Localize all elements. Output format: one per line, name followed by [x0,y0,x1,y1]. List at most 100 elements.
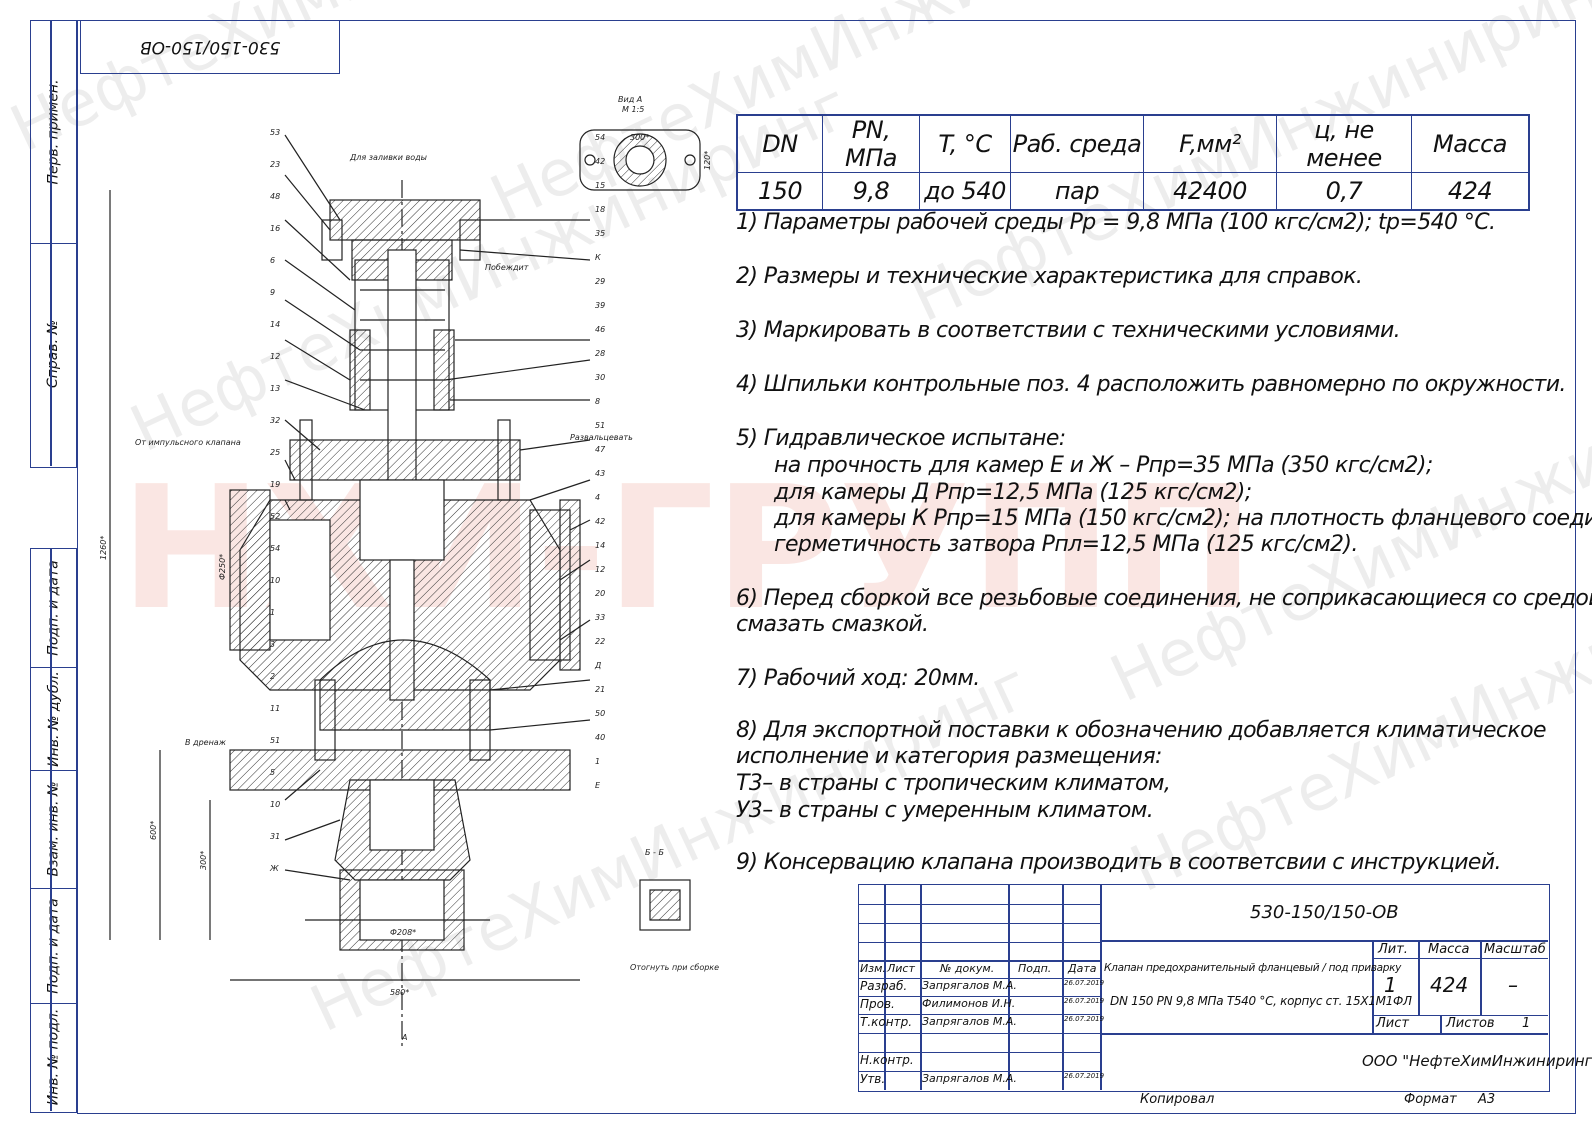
position-number-right: 33 [595,613,605,622]
dimension-label: 600* [149,821,158,840]
format-value: А3 [1478,1092,1496,1107]
sheet-label: Лист [1376,1016,1409,1031]
position-number-right: 12 [595,565,605,574]
signer-name: Запрягалов М.А. [922,979,1017,992]
annotation-water: Для заливки воды [349,153,427,162]
position-number-left: 11 [270,704,280,713]
position-number-right: 21 [595,685,605,694]
position-number-left: 23 [270,160,280,169]
position-number-right: 4 [595,493,600,502]
col-header-date: Дата [1068,962,1097,975]
side-label: Справ. № [45,319,62,389]
annotation-flare: Развальцевать [570,433,633,442]
drawing-frame [77,20,1576,1114]
annotation-impulse: От импульсного клапана [135,438,241,447]
signer-name: Запрягалов М.А. [922,1072,1017,1085]
position-number-left: 53 [270,128,280,137]
note-line: 4) Шпильки контрольные поз. 4 расположит… [736,372,1566,397]
position-number-right: Е [595,781,601,790]
position-number-left: 10 [270,800,280,809]
position-number-left: 19 [270,480,280,489]
side-label: Инв. № дубл. [45,670,62,767]
side-stamp-top: Перв. примен. Справ. № [30,20,77,468]
sign-date: 26.07.2019 [1064,1072,1105,1080]
view-a-title: Вид А [618,95,642,104]
position-number-right: 28 [595,349,605,358]
position-number-right: Д [594,661,601,670]
position-number-right: К [595,253,601,262]
table-cell: 42400 [1143,172,1277,211]
table-header-cell: PN, МПа [822,114,920,173]
position-number-right: 47 [595,445,606,454]
arrow-a-label: А [401,1033,407,1042]
note-line: Т3– в страны с тропическим климатом, [736,771,1171,796]
lit-label: Лит. [1378,942,1408,957]
note-line: 1) Параметры рабочей среды Рр = 9,8 МПа … [736,210,1496,235]
dimension-label: 580* [390,988,409,997]
annotation-drain: В дренаж [185,738,227,747]
note-line: 9) Консервацию клапана производить в соо… [736,850,1502,875]
position-number-right: 20 [595,589,605,598]
signer-role: Пров. [860,997,895,1011]
position-number-right: 39 [595,301,605,310]
col-header-doc: № докум. [940,962,995,975]
position-number-left: 5 [270,768,275,777]
table-header-cell: DN [736,114,823,173]
title-block [858,884,1550,1092]
rotated-designation: 530-150/150-ОВ [80,20,340,74]
signer-role: Н.контр. [860,1053,914,1067]
table-cell: 9,8 [822,172,920,211]
note-line: исполнение и категория размещения: [736,744,1162,769]
sign-date: 26.07.2019 [1064,1015,1105,1023]
position-number-left: 10 [270,576,280,585]
section-bb-title: Б - Б [645,848,664,857]
position-number-right: 18 [595,205,605,214]
position-number-right: 42 [595,517,605,526]
position-number-left: 14 [270,320,280,329]
signer-role: Утв. [860,1072,886,1086]
mass-value: 424 [1430,973,1469,997]
side-stamp-inner-line [50,548,52,1111]
title-name-line1: Клапан предохранительный фланцевый / под… [1104,962,1402,974]
side-label: Взам. инв. № [45,781,62,877]
title-designation: 530-150/150-ОВ [1250,902,1399,923]
position-number-right: 8 [595,397,600,406]
table-header-cell: ц, не менее [1276,114,1412,173]
table-cell: пар [1010,172,1144,211]
note-line: 7) Рабочий ход: 20мм. [736,666,980,691]
position-number-right: 15 [595,181,605,190]
side-label: Инв. № подл. [45,1008,62,1105]
position-number-left: 9 [270,288,275,297]
side-label: Перв. примен. [45,79,62,185]
note-line: на прочность для камер Е и Ж – Рпр=35 МП… [774,453,1433,478]
position-number-left: 54 [270,544,280,553]
table-header-cell: Масса [1411,114,1530,173]
position-number-left: Ж [269,864,279,873]
position-number-left: 13 [270,384,280,393]
position-number-right: 1 [595,757,600,766]
position-number-right: 35 [595,229,605,238]
view-a-scale: М 1:5 [622,105,644,114]
format-label: Формат [1404,1092,1457,1107]
side-stamp-inner-line [50,20,52,466]
position-number-right: 51 [595,421,605,430]
dimension-label: 300* [199,851,208,870]
position-number-left: 1 [270,608,275,617]
sign-date: 26.07.2019 [1064,997,1105,1005]
position-number-left: 12 [270,352,280,361]
position-number-right: 43 [595,469,605,478]
signer-role: Т.контр. [860,1015,913,1029]
signer-name: Запрягалов М.А. [922,1015,1017,1028]
mass-label: Масса [1428,942,1470,957]
annotation-pobedit: Побеждит [485,263,529,272]
dimension-label: 1260* [99,536,108,560]
scale-label: Масштаб [1484,942,1546,957]
position-number-left: 48 [270,192,280,201]
note-line: 5) Гидравлическое испытане: [736,426,1066,451]
title-name-line2: DN 150 PN 9,8 МПа T540 °С, корпус ст. 15… [1110,994,1412,1008]
side-stamp-bottom: Подп. и дата Инв. № дубл. Взам. инв. № П… [30,548,77,1113]
position-number-right: 14 [595,541,605,550]
note-line: для камеры К Рпр=15 МПа (150 кгс/см2); н… [774,506,1592,531]
position-number-right: 46 [595,325,605,334]
annotation-bend: Отогнуть при сборке [630,963,719,972]
